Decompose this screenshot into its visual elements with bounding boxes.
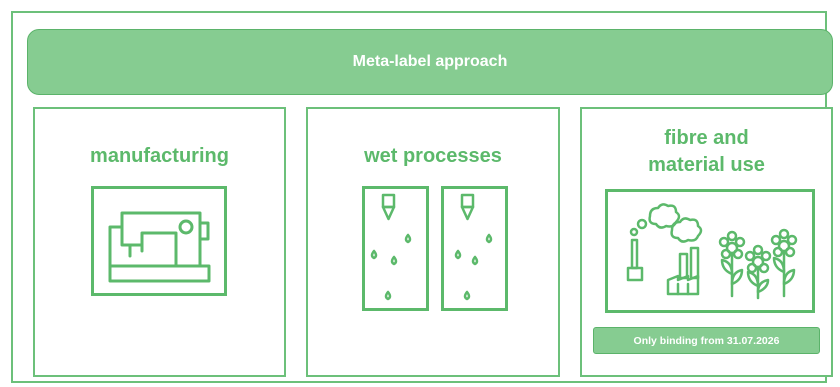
banner-title: Meta-label approach xyxy=(352,53,508,70)
binding-date-text: Only binding from 31.07.2026 xyxy=(633,334,780,347)
panel-title-fibre-line2: material use xyxy=(648,154,765,176)
header-banner: Meta-label approach xyxy=(27,29,833,95)
panel-manufacturing: manufacturing xyxy=(33,107,286,377)
panel-wet-processes: wet processes xyxy=(306,107,560,377)
factory-flowers-icon xyxy=(605,189,815,313)
panel-title-manufacturing: manufacturing xyxy=(90,145,229,167)
sewing-machine-icon xyxy=(91,186,227,296)
panel-title-fibre-line1: fibre and xyxy=(664,127,749,149)
binding-date-note: Only binding from 31.07.2026 xyxy=(593,327,820,354)
dye-column-icon xyxy=(362,186,429,311)
panel-title-wet-processes: wet processes xyxy=(364,145,502,167)
dye-column-icon xyxy=(441,186,508,311)
